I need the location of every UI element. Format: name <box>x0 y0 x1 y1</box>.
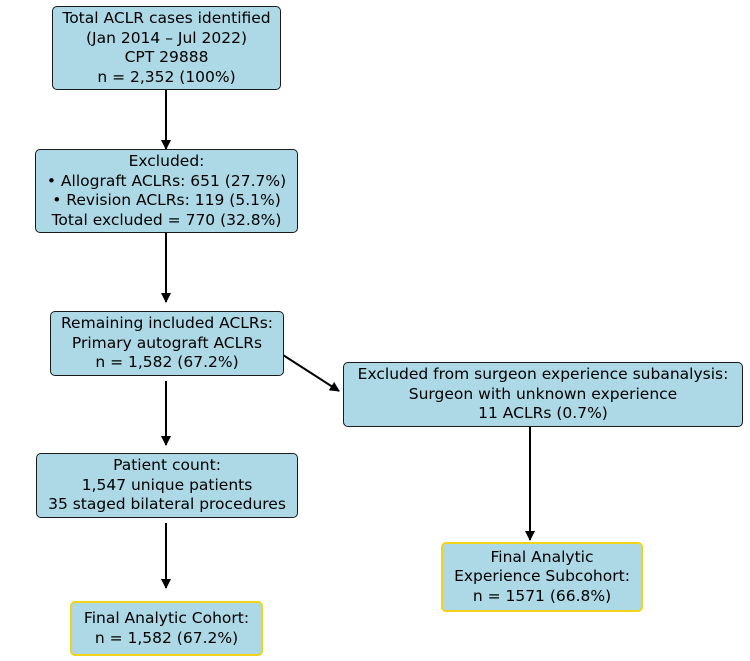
excluded-line-2: • Allograft ACLRs: 651 (27.7%) <box>46 171 287 190</box>
final-cohort-line-2: n = 1,582 (67.2%) <box>94 628 239 647</box>
excluded-line-4: Total excluded = 770 (32.8%) <box>51 210 282 229</box>
patient-count-box: Patient count: 1,547 unique patients 35 … <box>36 453 298 518</box>
final-analytic-cohort-box: Final Analytic Cohort: n = 1,582 (67.2%) <box>70 601 263 656</box>
excluded-surgeon-line-1: Excluded from surgeon experience subanal… <box>357 365 729 384</box>
excluded-box: Excluded: • Allograft ACLRs: 651 (27.7%)… <box>35 149 298 233</box>
excluded-surgeon-line-3: 11 ACLRs (0.7%) <box>478 404 608 423</box>
excluded-line-3: • Revision ACLRs: 119 (5.1%) <box>52 191 281 209</box>
remaining-included-box: Remaining included ACLRs: Primary autogr… <box>50 311 284 376</box>
patient-count-line-3: 35 staged bilateral procedures <box>48 495 286 514</box>
patient-count-line-1: Patient count: <box>113 456 221 475</box>
final-subcohort-line-3: n = 1571 (66.8%) <box>472 586 612 605</box>
excluded-surgeon-line-2: Surgeon with unknown experience <box>408 384 678 403</box>
total-cases-line-3: CPT 29888 <box>124 48 209 66</box>
remaining-line-2: Primary autograft ACLRs <box>71 333 263 352</box>
final-cohort-line-1: Final Analytic Cohort: <box>83 609 250 627</box>
excluded-line-1: Excluded: <box>128 152 205 170</box>
remaining-line-3: n = 1,582 (67.2%) <box>95 353 239 372</box>
arrow-remaining-to-excluded-surgeon <box>282 354 340 392</box>
total-cases-line-4: n = 2,352 (100%) <box>97 67 236 86</box>
total-cases-line-1: Total ACLR cases identified <box>62 9 271 27</box>
patient-count-line-2: 1,547 unique patients <box>81 475 253 494</box>
excluded-surgeon-box: Excluded from surgeon experience subanal… <box>343 362 743 427</box>
total-cases-line-2: (Jan 2014 – Jul 2022) <box>85 28 248 47</box>
remaining-line-1: Remaining included ACLRs: <box>60 314 273 333</box>
final-experience-subcohort-box: Final Analytic Experience Subcohort: n =… <box>441 542 643 612</box>
final-subcohort-line-2: Experience Subcohort: <box>454 567 630 586</box>
final-subcohort-line-1: Final Analytic <box>490 547 594 566</box>
total-cases-box: Total ACLR cases identified (Jan 2014 – … <box>52 6 281 90</box>
